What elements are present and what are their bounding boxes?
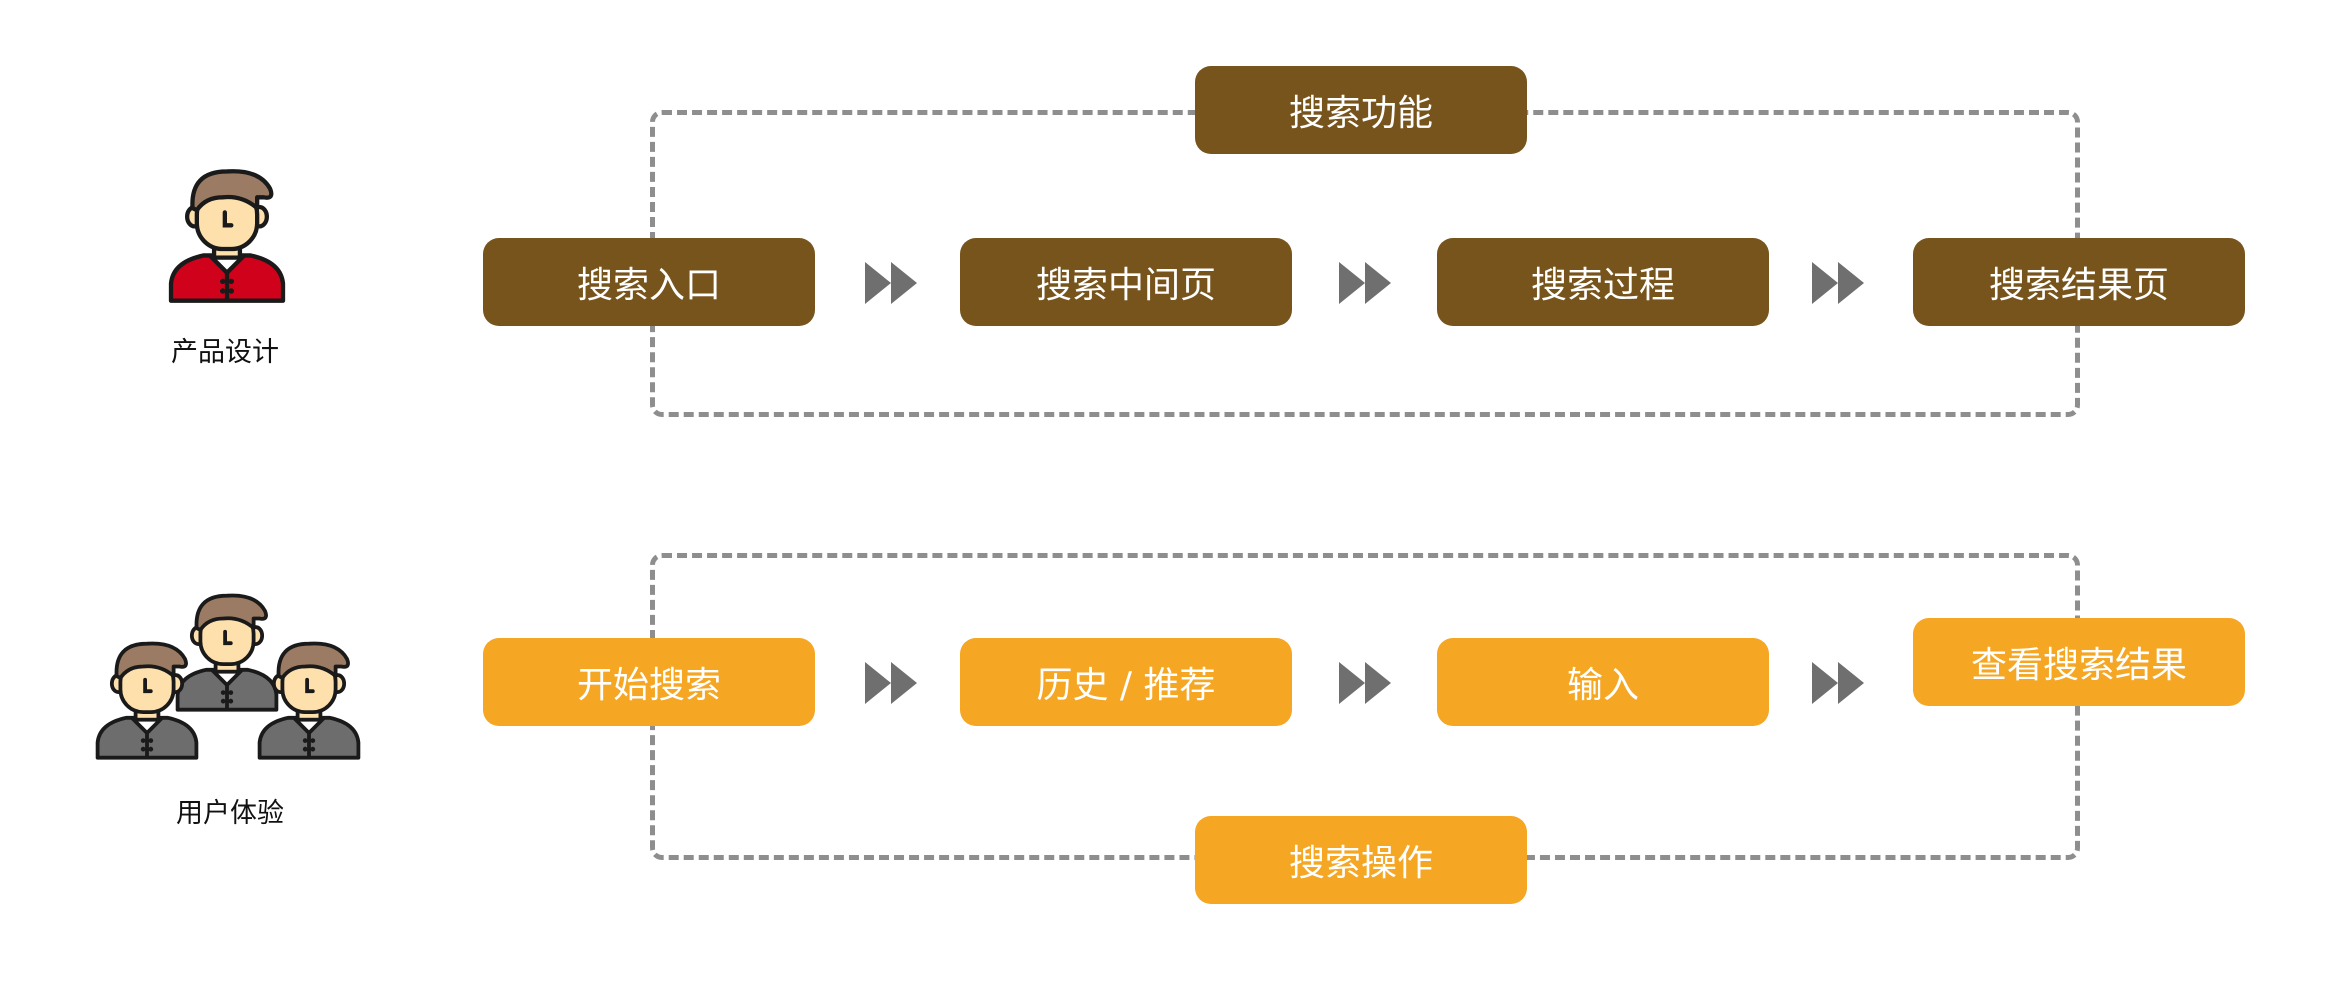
user-step-input: 输入	[1437, 638, 1769, 726]
product-step-search-result-page: 搜索结果页	[1913, 238, 2245, 326]
double-chevron-right-icon	[1339, 262, 1391, 304]
user-step-start-search: 开始搜索	[483, 638, 815, 726]
user-step-view-results: 查看搜索结果	[1913, 618, 2245, 706]
user-group-icon	[95, 593, 361, 760]
double-chevron-right-icon	[865, 262, 917, 304]
product-step-search-entry: 搜索入口	[483, 238, 815, 326]
product-role-label: 产品设计	[171, 337, 279, 368]
double-chevron-right-icon	[865, 662, 917, 704]
user-step-history-recommend: 历史 / 推荐	[960, 638, 1292, 726]
double-chevron-right-icon	[1812, 662, 1864, 704]
product-step-search-middle-page: 搜索中间页	[960, 238, 1292, 326]
double-chevron-right-icon	[1339, 662, 1391, 704]
product-group-label: 搜索功能	[1195, 66, 1527, 154]
user-group-label: 搜索操作	[1195, 816, 1527, 904]
user-dashed-frame	[650, 553, 2080, 860]
product-step-search-process: 搜索过程	[1437, 238, 1769, 326]
double-chevron-right-icon	[1812, 262, 1864, 304]
user-role-label: 用户体验	[176, 798, 284, 829]
designer-person-icon	[168, 169, 286, 303]
